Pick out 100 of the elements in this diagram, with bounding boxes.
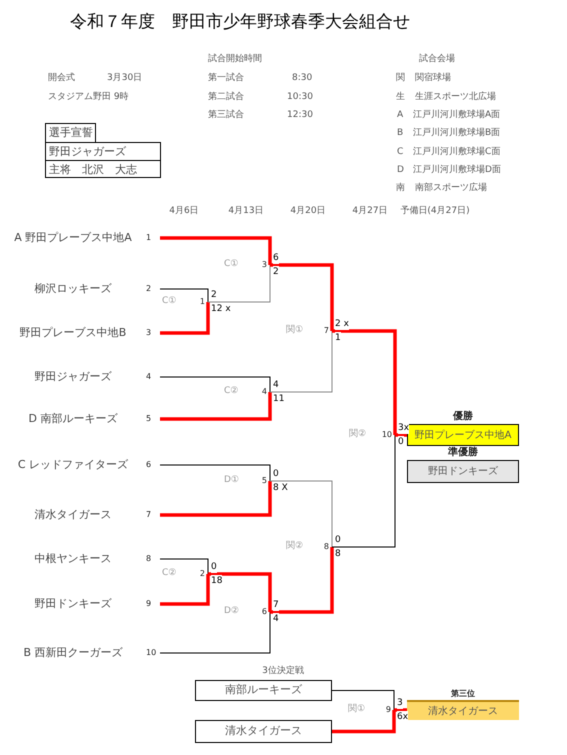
team-box: 南部ルーキーズ — [195, 680, 332, 701]
team-name: 野田ドンキーズ — [34, 596, 112, 612]
result-heading: 優勝 — [453, 410, 473, 424]
match-number: 5 — [262, 475, 267, 487]
info-text: B — [397, 127, 404, 139]
bracket-line — [270, 330, 332, 392]
info-text: 10:30 — [287, 91, 313, 103]
bracket-line — [270, 547, 334, 614]
bracket-line — [270, 480, 332, 548]
team-name: D 南部ルーキーズ — [28, 410, 118, 427]
team-name: 野田プレーブス中地B — [18, 324, 128, 341]
bracket-line — [208, 264, 270, 302]
bracket-line — [208, 572, 272, 612]
venue-code: C② — [224, 385, 238, 398]
bracket-line — [160, 574, 210, 606]
info-text: 第二試合 — [208, 91, 244, 103]
team-name: B 西新田クーガーズ — [22, 644, 124, 661]
score-label: 0 — [211, 561, 217, 573]
info-text: 4月6日 — [169, 205, 199, 217]
info-text: D — [397, 164, 404, 176]
venue-code: D① — [224, 474, 239, 488]
bracket-line — [160, 376, 270, 392]
info-text: C — [397, 146, 404, 158]
info-text: 第一試合 — [208, 72, 244, 84]
seed-number: 4 — [146, 371, 152, 383]
table-cell: 主将 北沢 大志 — [45, 160, 161, 178]
info-text: 南部スポーツ広場 — [415, 182, 487, 194]
seed-number: 3 — [146, 327, 152, 339]
match-number: 7 — [324, 325, 329, 337]
team-name: 清水タイガース — [34, 506, 112, 523]
seed-number: 8 — [146, 553, 152, 565]
table-cell: 野田ジャガーズ — [45, 142, 161, 161]
table-cell: 選手宣誓 — [45, 123, 96, 143]
bracket-line — [332, 434, 396, 548]
venue-code: D② — [224, 605, 239, 618]
info-text: 関 — [396, 72, 405, 84]
info-text: 生涯スポーツ北広場 — [415, 91, 496, 103]
bracket-line — [160, 288, 208, 302]
info-text: 3位決定戦 — [262, 665, 304, 677]
result-box: 野田ドンキーズ — [407, 460, 519, 483]
score-label: 3 — [397, 697, 403, 709]
score-label: 6 — [273, 252, 279, 264]
match-number: 10 — [382, 429, 392, 441]
bracket-line — [160, 481, 272, 517]
info-text: スタジアム野田 9時 — [48, 91, 129, 103]
page-title: 令和７年度 野田市少年野球春季大会組合せ — [70, 11, 410, 34]
info-text: 8:30 — [292, 72, 312, 84]
seed-number: 7 — [146, 509, 152, 521]
info-text: 南 — [396, 182, 405, 194]
info-text: 江戸川河川敷球場C面 — [413, 146, 500, 158]
venue-code: 関① — [286, 324, 304, 338]
score-label: 2 x — [335, 318, 349, 330]
info-text: 試合会場 — [419, 53, 455, 65]
info-text: 3月30日 — [107, 72, 142, 84]
info-text: 試合開始時間 — [208, 53, 262, 65]
info-text: 関宿球場 — [415, 72, 451, 84]
venue-code: C① — [162, 295, 176, 308]
score-label: 3x — [398, 422, 410, 434]
bracket-line — [160, 464, 270, 482]
match-number: 4 — [262, 386, 267, 398]
bracket-line — [395, 433, 407, 437]
match-number: 3 — [262, 259, 267, 271]
seed-number: 9 — [146, 598, 152, 610]
bracket-line — [160, 612, 270, 654]
info-text: 12:30 — [287, 109, 313, 121]
bracket-line — [160, 558, 208, 574]
venue-code: 関② — [349, 428, 366, 442]
bracket-line — [160, 302, 210, 335]
venue-code: C① — [224, 258, 238, 272]
team-name: 野田ジャガーズ — [34, 368, 112, 385]
seed-number: 5 — [146, 413, 152, 425]
result-heading: 第三位 — [451, 688, 475, 700]
info-text: 開会式 — [48, 72, 75, 84]
info-text: 江戸川河川敷球場A面 — [413, 109, 500, 121]
bracket-line — [270, 263, 334, 331]
info-text: 生 — [396, 91, 405, 103]
info-text: 江戸川河川敷球場D面 — [413, 164, 501, 176]
score-label: 6x — [397, 711, 408, 723]
bracket-line — [160, 392, 272, 421]
info-text: 4月27日 — [352, 205, 388, 217]
venue-code: 関① — [348, 703, 366, 716]
bracket-line — [332, 710, 396, 734]
info-text: A — [397, 109, 404, 121]
info-text: 4月13日 — [228, 205, 264, 217]
info-text: 第三試合 — [208, 109, 244, 121]
info-text: 江戸川河川敷球場B面 — [413, 127, 500, 139]
match-number: 9 — [386, 704, 391, 716]
seed-number: 2 — [146, 283, 152, 295]
team-name: C レッドファイターズ — [16, 456, 130, 473]
team-box: 清水タイガース — [195, 720, 332, 743]
team-name: 柳沢ロッキーズ — [34, 280, 112, 297]
bracket-line — [160, 236, 272, 265]
venue-code: C② — [162, 567, 176, 580]
venue-code: 関② — [286, 540, 304, 554]
seed-number: 1 — [146, 232, 152, 244]
team-name: 中根ヤンキース — [34, 550, 112, 567]
match-number: 6 — [262, 606, 267, 618]
bracket-line — [332, 329, 397, 435]
seed-number: 6 — [146, 459, 152, 471]
result-box: 清水タイガース — [407, 700, 519, 720]
